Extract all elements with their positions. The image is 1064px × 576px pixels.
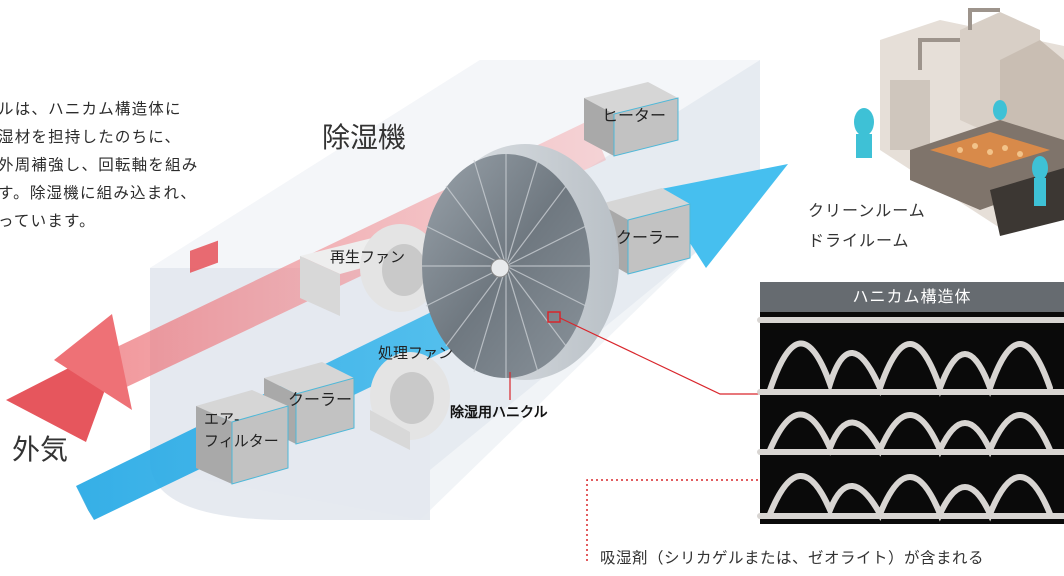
honeycomb-title: ハニカム構造体: [760, 282, 1064, 312]
description-line: す。除湿機に組み込まれ、: [0, 184, 198, 202]
dryroom-label: ドライルーム: [808, 231, 910, 250]
air-filter-label-line1: エア-: [204, 410, 240, 428]
regen-fan-label: 再生ファン: [330, 248, 406, 266]
description-line: 湿材を担持したのちに、: [0, 128, 182, 146]
description-text: ルは、ハニカム構造体に 湿材を担持したのちに、 外周補強し、回転軸を組み す。除…: [0, 95, 260, 235]
outside-air-label: 外気: [12, 433, 69, 466]
heater-label: ヒーター: [602, 106, 667, 125]
factory-illustration: [854, 8, 1064, 236]
process-fan-label: 処理ファン: [378, 344, 454, 362]
heater-box: [584, 82, 679, 157]
description-line: 外周補強し、回転軸を組み: [0, 156, 199, 174]
honeycomb-wheel: [422, 144, 619, 380]
regen-fan: [300, 224, 440, 316]
description-line: ルは、ハニカム構造体に: [0, 100, 182, 118]
honeycomb-photo: [757, 312, 1064, 524]
cooler-top-label: クーラー: [616, 228, 681, 247]
desiccant-note: 吸湿剤（シリカゲルまたは、ゼオライト）が含まれる: [600, 549, 985, 567]
process-fan: [370, 352, 450, 450]
dehumidifier-label: 除湿機: [322, 121, 407, 154]
description-line: っています。: [0, 212, 96, 230]
air-filter-label-line2: フィルター: [204, 432, 279, 450]
cleanroom-label: クリーンルーム: [808, 201, 926, 220]
room-labels: クリーンルーム ドライルーム: [808, 196, 926, 256]
air-filter-label: エア- フィルター: [204, 408, 279, 452]
cooler-bottom-label: クーラー: [288, 390, 353, 409]
wheel-label: 除湿用ハニクル: [450, 405, 548, 421]
air-filter-box: [196, 390, 289, 485]
